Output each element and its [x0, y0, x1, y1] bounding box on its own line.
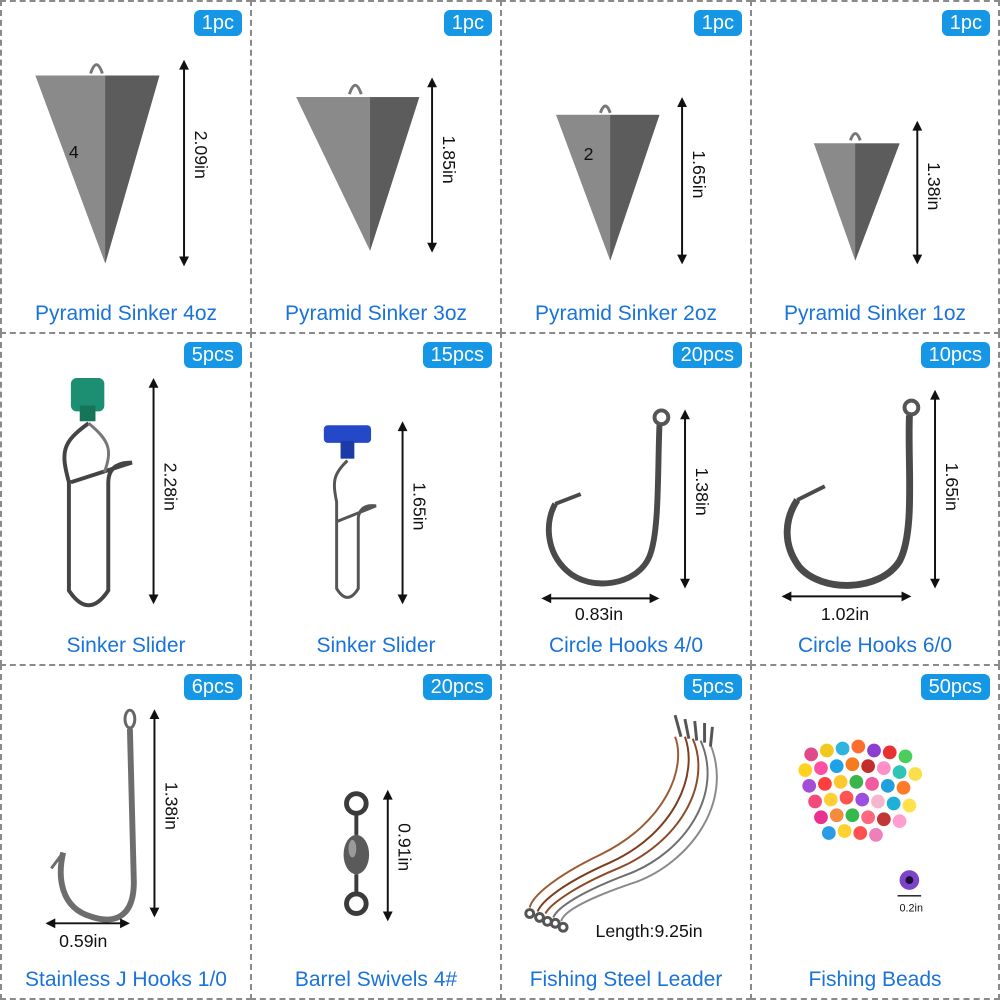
- pyramid-sinker-1oz-image: 1.38in: [813, 120, 944, 265]
- cell-barrel-swivels: 0.91in 20pcs Barrel Swivels 4#: [250, 664, 502, 1000]
- size-label: 1.38in: [161, 782, 181, 830]
- size-label: 1.65in: [942, 463, 962, 511]
- fishing-beads-image: 0.2in: [798, 739, 923, 915]
- cell-pyramid-sinker-1oz: 1.38in 1pc Pyramid Sinker 1oz: [750, 0, 1000, 334]
- product-name: Barrel Swivels 4#: [294, 968, 458, 991]
- size-label: 1.85in: [439, 136, 459, 184]
- quantity-badge: 50pcs: [920, 674, 990, 700]
- product-name: Sinker Slider: [66, 634, 186, 657]
- cell-sinker-slider-5pcs: 2.28in 5pcs Sinker Slider: [0, 332, 252, 666]
- product-name: Fishing Beads: [808, 968, 942, 991]
- product-name: Circle Hooks 6/0: [797, 634, 953, 657]
- cell-pyramid-sinker-2oz: 2 1.65in 1pc Pyramid Sinker 2oz: [500, 0, 752, 334]
- j-hook-image: 1.38in 0.59in: [45, 708, 181, 951]
- size-label: 1.38in: [924, 162, 944, 210]
- cell-fishing-steel-leader: Length:9.25in 5pcs Fishing Steel Leader: [500, 664, 752, 1000]
- cell-pyramid-sinker-3oz: 1.85in 1pc Pyramid Sinker 3oz: [250, 0, 502, 334]
- sinker-weight-mark: 2: [584, 144, 594, 164]
- quantity-badge: 10pcs: [920, 342, 990, 368]
- product-name: Circle Hooks 4/0: [548, 634, 704, 657]
- quantity-badge: 1pc: [941, 10, 990, 36]
- quantity-badge: 20pcs: [422, 674, 492, 700]
- width-label: 1.02in: [821, 604, 869, 624]
- sinker-slider-large-image: 2.28in: [62, 377, 180, 608]
- sinker-weight-mark: 4: [69, 142, 79, 162]
- cell-fishing-beads: 0.2in 50pcs Fishing Beads: [750, 664, 1000, 1000]
- width-label: 0.83in: [575, 604, 623, 624]
- product-name: Pyramid Sinker 2oz: [534, 302, 718, 325]
- quantity-badge: 1pc: [693, 10, 742, 36]
- size-label: 0.91in: [395, 823, 415, 871]
- quantity-badge: 5pcs: [183, 342, 242, 368]
- product-name: Stainless J Hooks 1/0: [25, 968, 227, 991]
- circle-hook-6-0-image: 1.65in 1.02in: [781, 389, 962, 624]
- pyramid-sinker-3oz-image: 1.85in: [296, 77, 459, 253]
- quantity-badge: 6pcs: [183, 674, 242, 700]
- sinker-slider-small-image: 1.65in: [323, 421, 429, 605]
- cell-circle-hooks-6-0: 1.65in 1.02in 10pcs Circle Hooks 6/0: [750, 332, 1000, 666]
- steel-leader-image: Length:9.25in: [524, 714, 718, 941]
- beads-cluster: [798, 739, 923, 842]
- size-label: 1.38in: [692, 468, 712, 516]
- product-name: Fishing Steel Leader: [529, 968, 723, 991]
- quantity-badge: 5pcs: [683, 674, 742, 700]
- barrel-swivel-image: 0.91in: [343, 789, 415, 922]
- size-label: 1.65in: [409, 482, 429, 530]
- product-name: Pyramid Sinker 1oz: [783, 302, 967, 325]
- cell-pyramid-sinker-4oz: 4 2.09in 1pc Pyramid Sinker 4oz: [0, 0, 252, 334]
- quantity-badge: 20pcs: [672, 342, 742, 368]
- quantity-badge: 1pc: [193, 10, 242, 36]
- pyramid-sinker-2oz-image: 2 1.65in: [556, 97, 709, 265]
- size-label: 0.2in: [900, 903, 923, 915]
- quantity-badge: 15pcs: [422, 342, 492, 368]
- product-name: Pyramid Sinker 4oz: [34, 302, 218, 325]
- size-label: 2.09in: [191, 131, 211, 179]
- cell-stainless-j-hooks: 1.38in 0.59in 6pcs Stainless J Hooks 1/0: [0, 664, 252, 1000]
- size-label: 2.28in: [160, 463, 180, 511]
- cell-circle-hooks-4-0: 1.38in 0.83in 20pcs Circle Hooks 4/0: [500, 332, 752, 666]
- length-label: Length:9.25in: [596, 921, 703, 941]
- pyramid-sinker-4oz-image: 4 2.09in: [35, 59, 211, 267]
- product-name: Pyramid Sinker 3oz: [284, 302, 468, 325]
- quantity-badge: 1pc: [443, 10, 492, 36]
- cell-sinker-slider-15pcs: 1.65in 15pcs Sinker Slider: [250, 332, 502, 666]
- product-name: Sinker Slider: [316, 634, 436, 657]
- circle-hook-4-0-image: 1.38in 0.83in: [541, 408, 712, 624]
- size-label: 1.65in: [689, 150, 709, 198]
- width-label: 0.59in: [59, 931, 107, 951]
